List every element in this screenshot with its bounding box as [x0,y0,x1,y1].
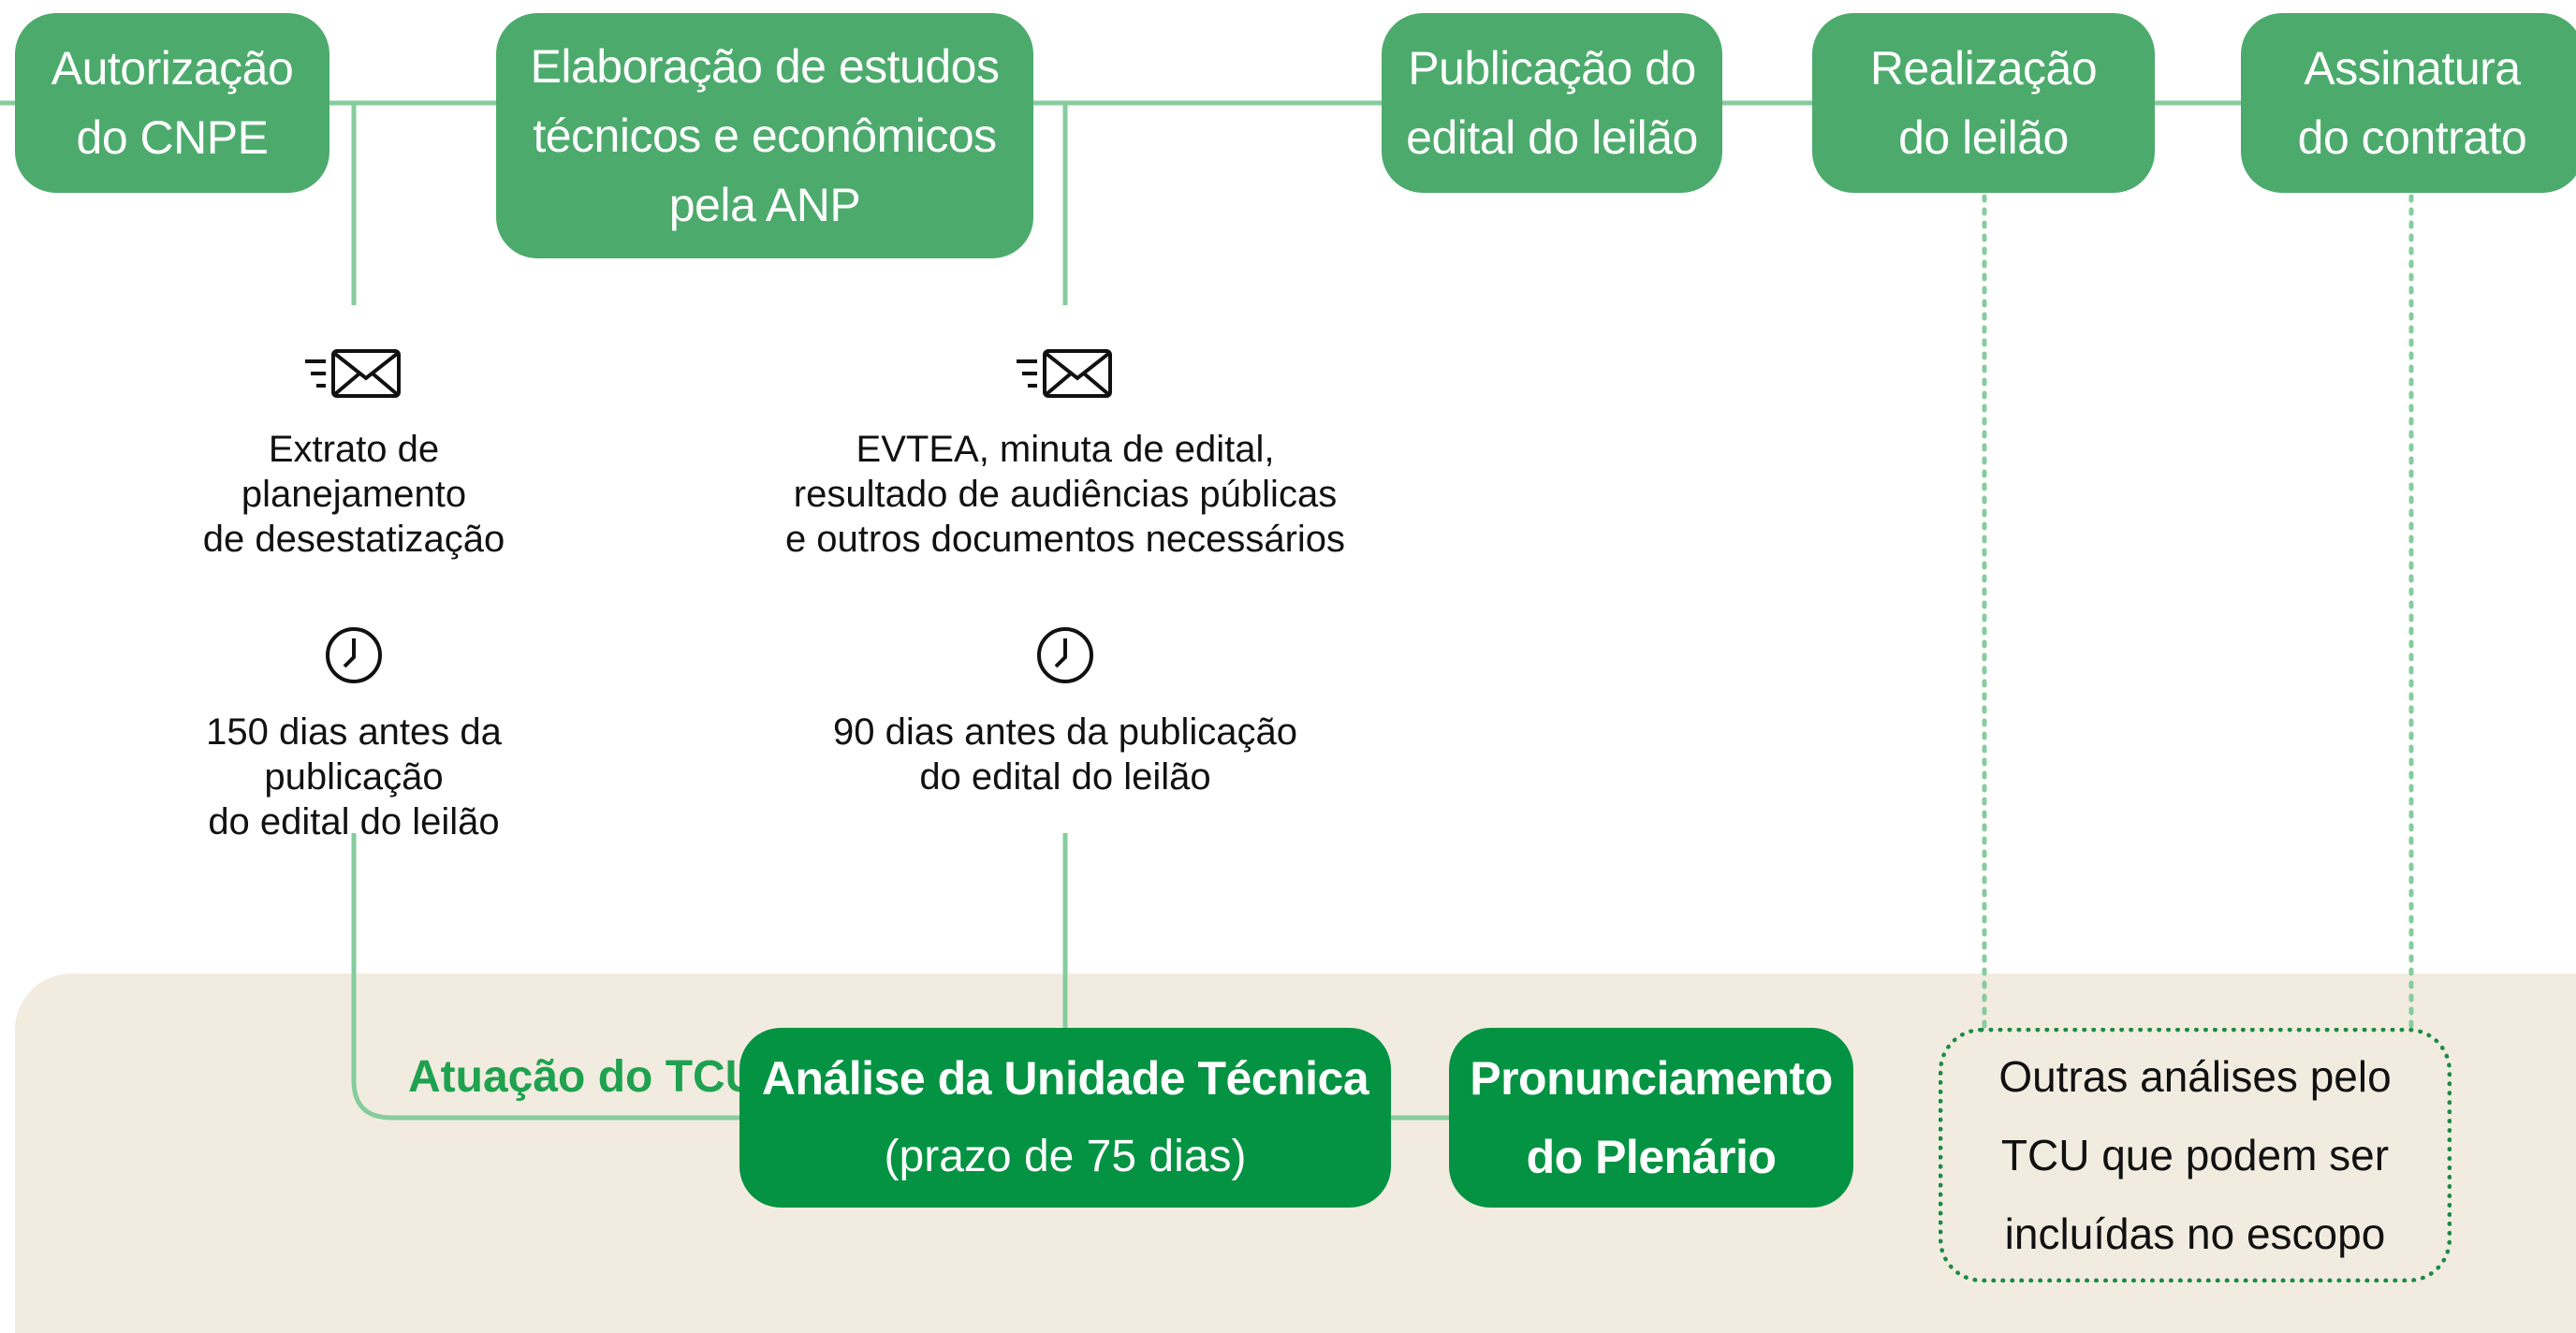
clock-icon [1035,625,1095,690]
clock-icon [324,625,384,690]
stage-label: Realização do leilão [1869,42,2098,164]
stage-label: Autorização do CNPE [51,42,294,164]
other-analyses-box: Outras análises pelo TCU que podem ser i… [1939,1028,2452,1282]
plenary-label: Pronunciamento do Plenário [1470,1052,1833,1183]
analysis-box: Análise da Unidade Técnica (prazo de 75 … [739,1028,1391,1208]
plenary-box: Pronunciamento do Plenário [1449,1028,1853,1208]
analysis-title: Análise da Unidade Técnica [761,1052,1369,1105]
analysis-deadline: (prazo de 75 dias) [884,1132,1247,1181]
stage-autorizacao: Autorização do CNPE [15,13,329,193]
tcu-label: Atuação do TCU [408,1052,758,1102]
email-icon [1013,348,1114,405]
stage-elaboracao: Elaboração de estudos técnicos e econômi… [496,13,1033,258]
connector-tcu-left [351,833,749,1121]
other-analyses-label: Outras análises pelo TCU que podem ser i… [1998,1052,2392,1258]
stage-realizacao: Realização do leilão [1812,13,2155,193]
stage-assinatura: Assinatura do contrato [2241,13,2576,193]
stage-label: Assinatura do contrato [2297,42,2527,164]
deadline-text: 90 dias antes da publicação do edital do… [833,711,1297,798]
email-icon [301,348,402,405]
document-text: EVTEA, minuta de edital, resultado de au… [784,429,1346,560]
deadline-text: 150 dias antes da publicação do edital d… [206,711,502,842]
stage-label: Elaboração de estudos técnicos e econômi… [530,40,1000,231]
stage-publicacao: Publicação do edital do leilão [1382,13,1722,193]
stage-label: Publicação do edital do leilão [1406,42,1698,164]
document-text: Extrato de planejamento de desestatizaçã… [202,429,505,560]
